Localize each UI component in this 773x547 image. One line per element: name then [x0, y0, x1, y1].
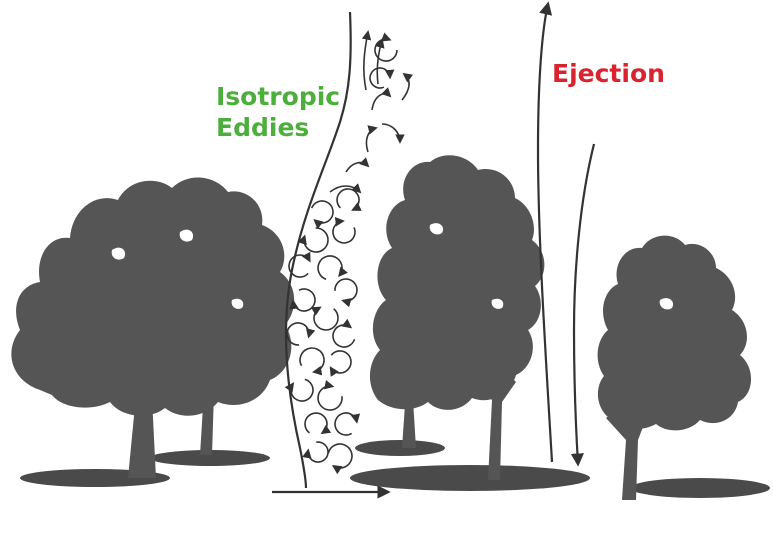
eddy-circular-arrow-icon	[329, 350, 352, 377]
eddy-circular-arrow-icon	[332, 216, 356, 244]
eddy-circular-arrow-icon	[310, 306, 339, 331]
eddy-column-boundary	[284, 11, 352, 489]
isotropic-eddies-label: Isotropic Eddies	[216, 81, 340, 143]
eddy-circular-arrow-icon	[369, 67, 395, 89]
eddy-circular-arrow-icon	[317, 380, 343, 411]
isotropic-eddies	[284, 32, 398, 475]
eddy-circular-arrow-icon	[297, 227, 329, 253]
eddy-circular-arrow-icon	[288, 251, 311, 278]
tree-left	[11, 177, 295, 478]
eddy-circular-arrow-icon	[286, 322, 316, 346]
eddy-circular-arrow-icon	[284, 378, 314, 402]
ejection-label: Ejection	[552, 59, 665, 88]
eddy-circular-arrow-icon	[327, 443, 353, 475]
isotropic-label-line-1: Isotropic	[216, 82, 341, 111]
tree-right	[597, 235, 752, 500]
upper-swirl-arrows	[329, 30, 414, 194]
eddy-circular-arrow-icon	[334, 412, 361, 436]
tree-middle	[369, 155, 545, 480]
ejection-arrows	[536, 1, 596, 467]
eddy-circular-arrow-icon	[289, 288, 316, 312]
eddy-circular-arrow-icon	[304, 412, 332, 435]
eddy-circular-arrow-icon	[310, 200, 334, 229]
eddy-circular-arrow-icon	[336, 188, 362, 211]
eddy-circular-arrow-icon	[317, 255, 348, 281]
eddy-circular-arrow-icon	[332, 318, 356, 348]
ground-shadows	[20, 440, 770, 498]
eddy-circular-arrow-icon	[334, 278, 358, 308]
isotropic-label-line-2: Eddies	[216, 113, 310, 142]
eddy-circular-arrow-icon	[302, 441, 329, 463]
eddy-circular-arrow-icon	[299, 347, 325, 376]
